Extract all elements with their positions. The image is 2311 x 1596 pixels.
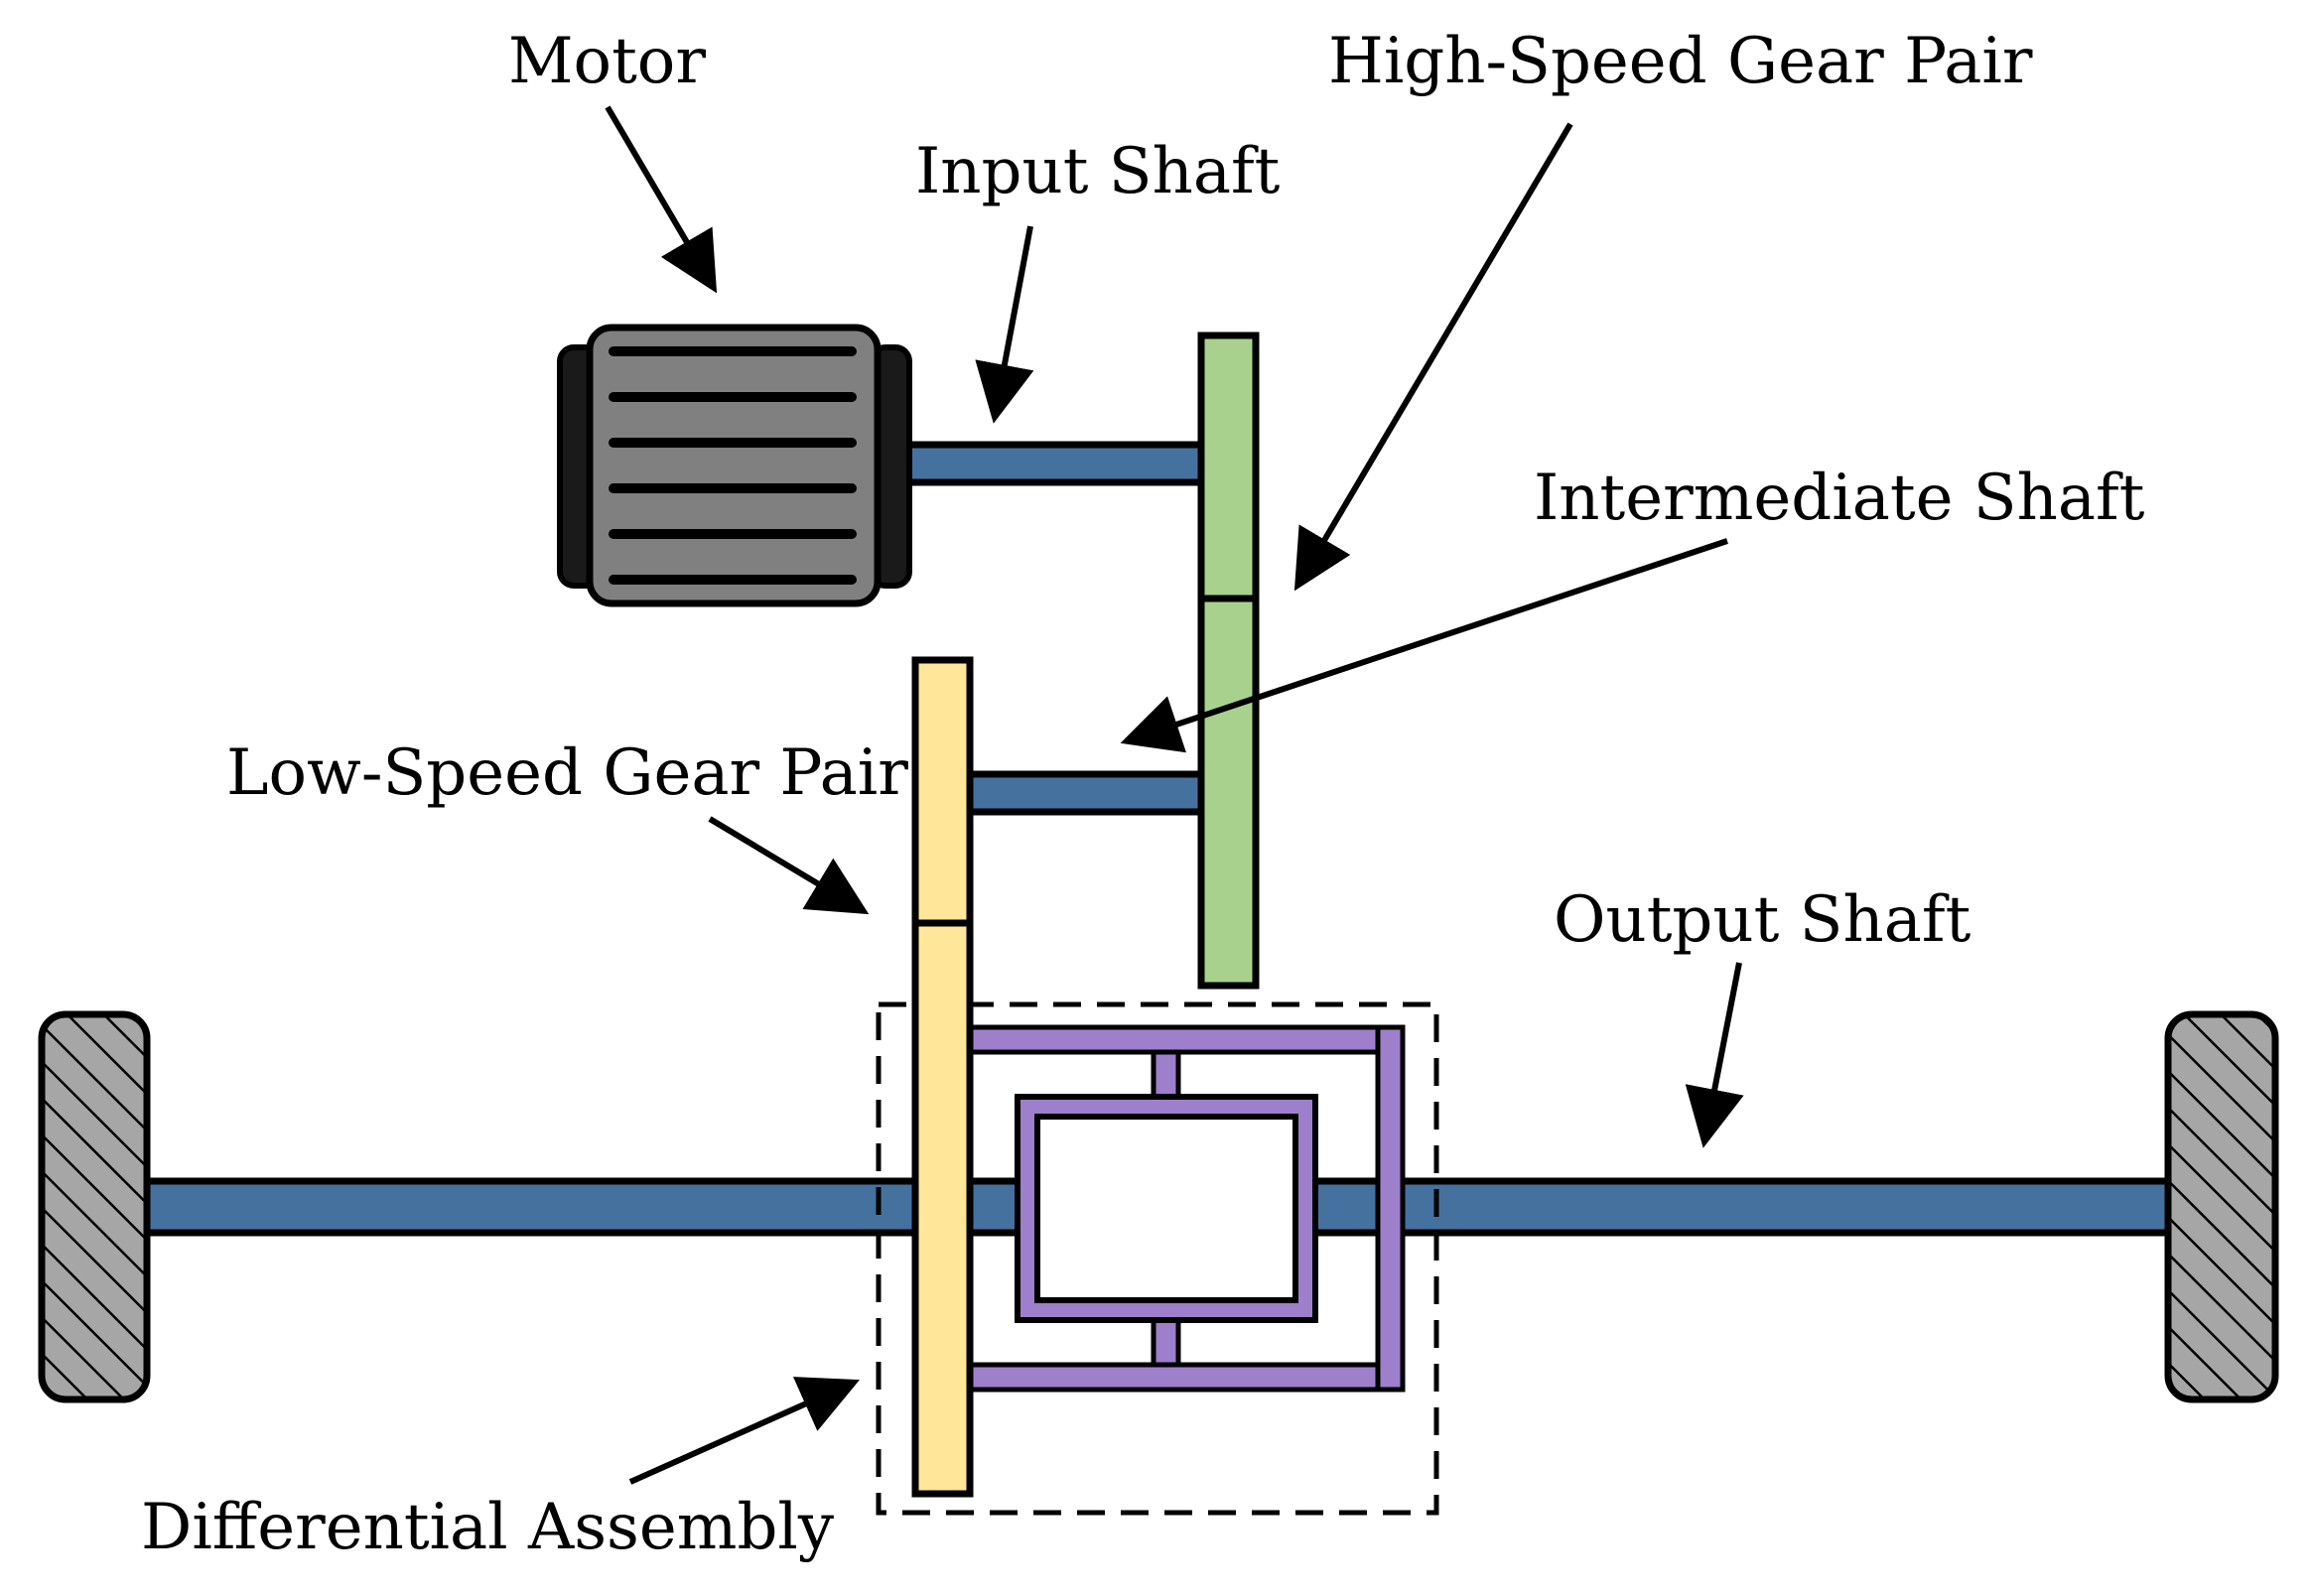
left-wheel <box>38 1010 151 1403</box>
input-shaft <box>894 441 1205 486</box>
motor-body <box>586 324 882 607</box>
intermediate-shaft <box>959 770 1205 816</box>
differential-assembly-arrow <box>628 1377 860 1485</box>
high-speed-gear-upper <box>1197 332 1260 602</box>
label-high-speed-gear-pair: High-Speed Gear Pair <box>1328 25 2033 98</box>
label-differential-assembly: Differential Assembly <box>141 1491 834 1564</box>
label-motor: Motor <box>508 25 706 98</box>
high-speed-gear-lower <box>1197 595 1260 990</box>
differential-cage <box>950 1024 1406 1393</box>
motor-arrow <box>605 105 718 294</box>
low-speed-gear-upper <box>911 656 974 927</box>
low-speed-gear-lower <box>911 919 974 1498</box>
high-speed-gear-arrow <box>1293 122 1573 592</box>
label-input-shaft: Input Shaft <box>915 135 1281 208</box>
differential-assembly <box>876 1001 1439 1516</box>
motor-fins <box>609 346 857 585</box>
output-shaft-arrow <box>1685 962 1744 1148</box>
intermediate-shaft-arrow <box>1120 538 1728 753</box>
label-intermediate-shaft: Intermediate Shaft <box>1534 462 2145 535</box>
differential-lower-post <box>1151 1317 1181 1368</box>
high-speed-gear-pair <box>1197 332 1260 990</box>
label-output-shaft: Output Shaft <box>1554 883 1971 957</box>
differential-upper-post <box>1151 1049 1181 1100</box>
input-shaft-arrow <box>975 225 1034 424</box>
low-speed-gear-pair <box>911 656 974 1498</box>
right-wheel <box>2164 1010 2279 1403</box>
differential-inner-frame <box>1015 1094 1318 1323</box>
motor <box>557 324 912 607</box>
differential-dashed-box <box>876 1001 1439 1516</box>
low-speed-gear-arrow <box>708 816 870 915</box>
label-low-speed-gear-pair: Low-Speed Gear Pair <box>226 736 908 810</box>
callout-arrows <box>605 105 1744 1485</box>
